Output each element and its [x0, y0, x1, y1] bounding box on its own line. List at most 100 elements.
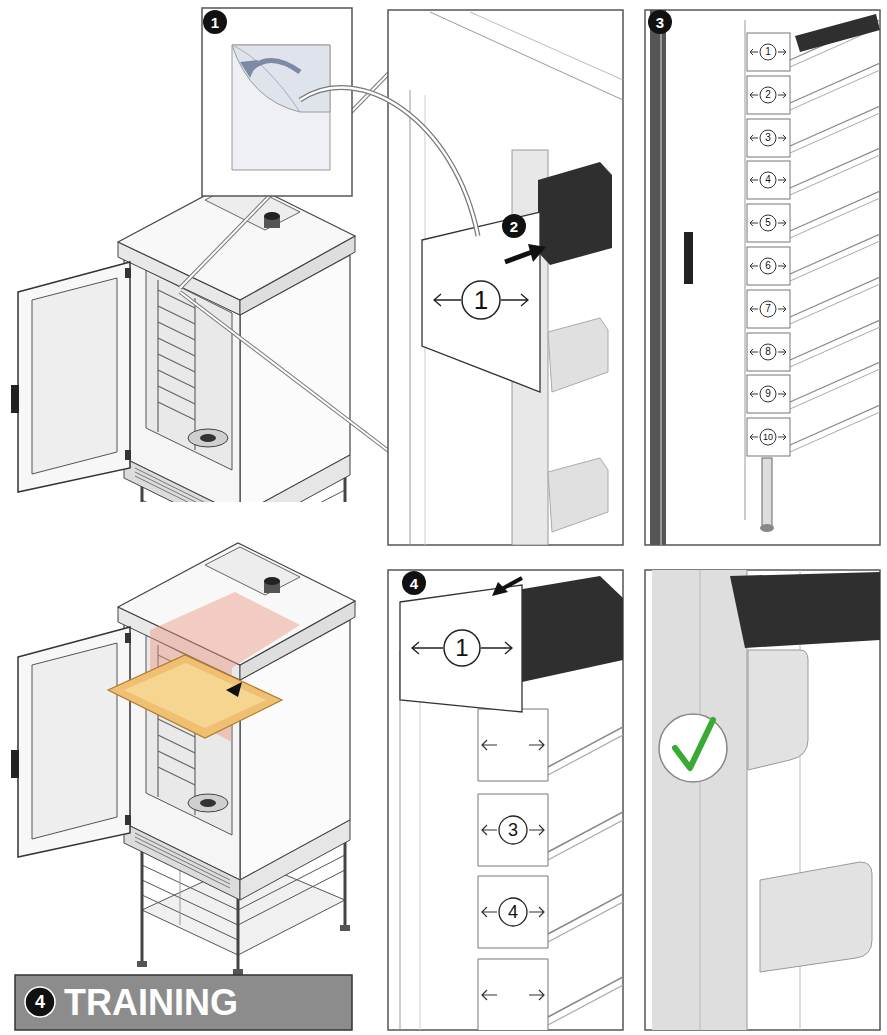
title-banner	[15, 975, 352, 1030]
detail-panel	[760, 862, 872, 972]
oven-illustration	[226, 682, 242, 697]
rack-level-number: 2	[765, 90, 771, 100]
detail-panel	[747, 320, 880, 371]
detail-panel	[645, 10, 880, 545]
detail-panel	[747, 106, 880, 157]
detail-panel	[548, 318, 608, 392]
rack-level-number: 9	[765, 389, 771, 399]
detail-panel	[478, 794, 623, 866]
detail-panel	[747, 148, 880, 199]
detail-panel	[745, 20, 746, 520]
detail-panel	[400, 650, 401, 1030]
oven-illustration	[108, 655, 282, 738]
detail-panel	[760, 524, 774, 532]
detail-panel	[747, 191, 880, 242]
rack-level-number: 4	[508, 903, 518, 921]
detail-panel	[502, 214, 526, 238]
oven-illustration	[11, 543, 355, 975]
detail-panel	[747, 63, 880, 114]
detail-panel	[645, 570, 880, 1030]
detail-panel	[470, 12, 623, 80]
oven-illustration	[11, 178, 355, 502]
callout-number: 4	[35, 993, 45, 1011]
detail-panel	[388, 570, 623, 1031]
detail-panel	[422, 212, 540, 392]
oven-illustration	[124, 663, 266, 728]
zoom-line	[180, 292, 390, 452]
detail-panel	[762, 458, 772, 528]
detail-panel	[402, 571, 426, 595]
detail-panel	[795, 14, 880, 52]
detail-panel	[478, 876, 623, 948]
detail-panel	[250, 60, 300, 72]
callout-number: 1	[211, 15, 219, 30]
callout-number: 2	[510, 219, 518, 234]
oven-illustration	[11, 543, 355, 975]
rack-level-number: 4	[765, 175, 771, 185]
zoom-line	[180, 292, 390, 452]
leader-line	[300, 88, 478, 236]
detail-panel	[747, 234, 880, 285]
detail-panel	[492, 582, 508, 596]
detail-panel	[462, 281, 500, 319]
rack-level-number: 5	[765, 218, 771, 228]
callout-number: 3	[656, 15, 664, 30]
rack-level-number: 8	[765, 347, 771, 357]
detail-panel	[648, 10, 672, 34]
detail-panel	[538, 162, 612, 265]
rack-level-number: 3	[508, 821, 518, 839]
detail-panel	[659, 714, 727, 782]
detail-panel	[410, 90, 411, 545]
detail-panel	[528, 244, 546, 262]
rack-level-number: 3	[765, 133, 771, 143]
rack-level-number: 6	[765, 261, 771, 271]
title-banner	[25, 987, 55, 1017]
title-banner	[15, 975, 352, 1030]
detail-panel	[430, 12, 623, 100]
detail-panel	[388, 10, 623, 545]
detail-panel	[645, 570, 880, 1030]
card-number: 1	[455, 636, 468, 660]
detail-panel	[747, 405, 880, 456]
title: TRAINING	[64, 985, 238, 1021]
detail-panel	[645, 10, 880, 545]
detail-panel	[202, 8, 352, 196]
detail-panel	[478, 709, 623, 781]
callout-number: 4	[410, 576, 418, 591]
leader-line	[300, 88, 478, 236]
detail-panel	[730, 572, 880, 648]
detail-panel	[684, 232, 693, 284]
detail-panel	[650, 10, 666, 545]
rack-level-number: 7	[765, 304, 771, 314]
detail-panel	[499, 898, 527, 926]
rack-level-number: 10	[763, 433, 773, 442]
detail-panel	[650, 10, 880, 545]
detail-panel	[203, 10, 227, 34]
detail-panel	[661, 10, 662, 545]
detail-panel	[420, 650, 421, 1030]
detail-panel	[232, 45, 330, 170]
detail-panel	[232, 45, 300, 112]
detail-panel	[499, 816, 527, 844]
detail-panel	[747, 362, 880, 413]
detail-panel	[240, 60, 258, 78]
detail-panel	[505, 252, 532, 262]
leader-line	[300, 88, 478, 236]
detail-panel	[748, 650, 808, 770]
detail-panel	[700, 570, 701, 1030]
detail-panel	[444, 630, 480, 666]
detail-panel	[652, 570, 880, 1030]
detail-panel	[388, 570, 623, 1030]
detail-panel	[478, 959, 623, 1030]
oven-illustration	[11, 178, 355, 502]
detail-panel	[652, 570, 747, 1030]
detail-panel	[400, 576, 623, 1030]
detail-panel	[548, 458, 608, 532]
detail-panel	[232, 45, 330, 112]
detail-panel	[675, 720, 713, 768]
detail-panel	[505, 576, 623, 682]
detail-panel	[388, 10, 623, 545]
detail-panel	[202, 8, 352, 196]
